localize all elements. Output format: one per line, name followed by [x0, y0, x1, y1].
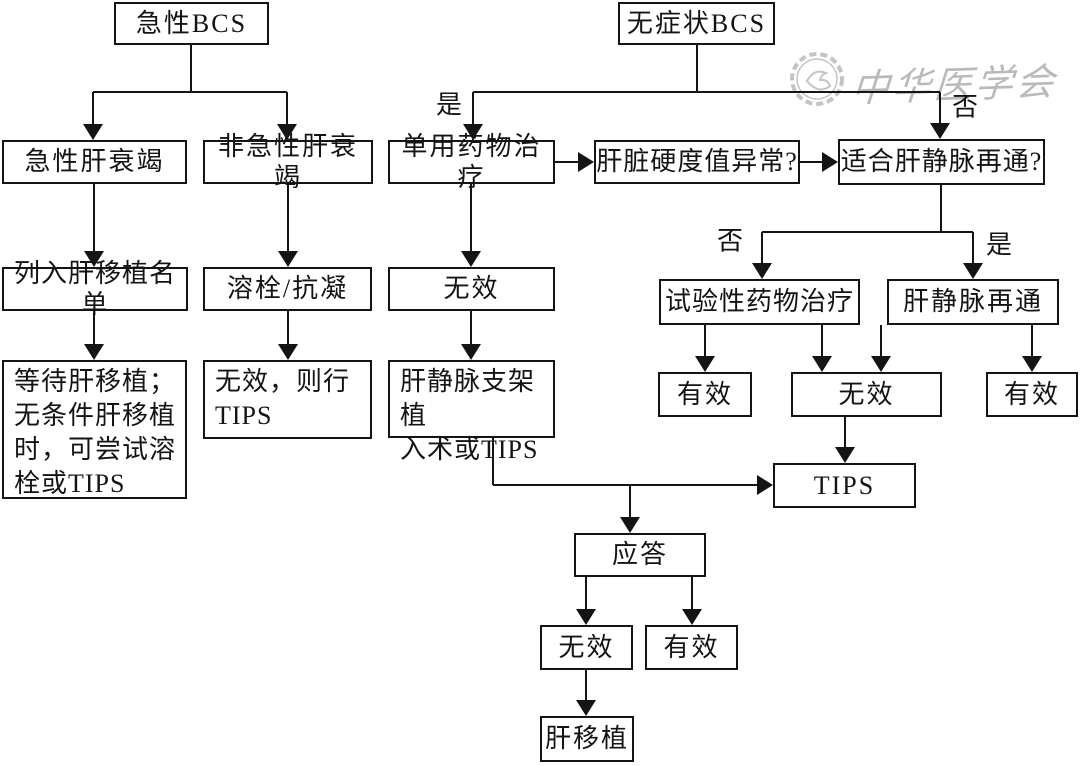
cma-emblem-icon — [790, 52, 844, 106]
node-wait-transplant: 等待肝移植； 无条件肝移植 时，可尝试溶 栓或TIPS — [2, 360, 187, 499]
edge-label-yes-mid: 是 — [985, 230, 1013, 260]
node-recanalization-question: 适合肝静脉再通? — [838, 139, 1045, 185]
edge-label-yes-left: 是 — [435, 90, 463, 120]
node-thrombolysis-anticoagulation: 溶栓/抗凝 — [203, 267, 372, 311]
node-non-acute-liver-failure: 非急性肝衰竭 — [203, 132, 373, 192]
node-effective-bottom: 有效 — [645, 625, 738, 670]
node-response: 应答 — [574, 533, 706, 577]
edge-label-no-right: 否 — [951, 92, 979, 122]
node-acute-bcs: 急性BCS — [114, 2, 269, 45]
node-liver-transplant: 肝移植 — [540, 716, 634, 762]
node-effective-left: 有效 — [658, 372, 752, 417]
node-liver-stiffness-question: 肝脏硬度值异常? — [594, 140, 800, 184]
node-effective-right: 有效 — [986, 372, 1078, 417]
node-hepatic-vein-recanalization: 肝静脉再通 — [887, 279, 1059, 325]
edge-label-no-mid: 否 — [716, 226, 744, 256]
node-asymptomatic-bcs: 无症状BCS — [618, 2, 775, 45]
watermark: 中华医学会 — [788, 50, 1058, 114]
node-acute-liver-failure: 急性肝衰竭 — [2, 140, 187, 184]
node-ineffective-then-tips: 无效，则行 TIPS — [203, 360, 372, 439]
node-transplant-list: 列入肝移植名单 — [2, 259, 188, 319]
node-ineffective-mid: 无效 — [388, 267, 555, 311]
node-ineffective-bottom: 无效 — [540, 625, 633, 670]
node-trial-drug-therapy: 试验性药物治疗 — [659, 279, 860, 325]
node-tips: TIPS — [773, 463, 916, 508]
node-drug-therapy-alone: 单用药物治疗 — [388, 132, 555, 192]
node-stent-or-tips: 肝静脉支架植 入术或TIPS — [388, 360, 555, 464]
node-ineffective-merge: 无效 — [791, 372, 942, 417]
